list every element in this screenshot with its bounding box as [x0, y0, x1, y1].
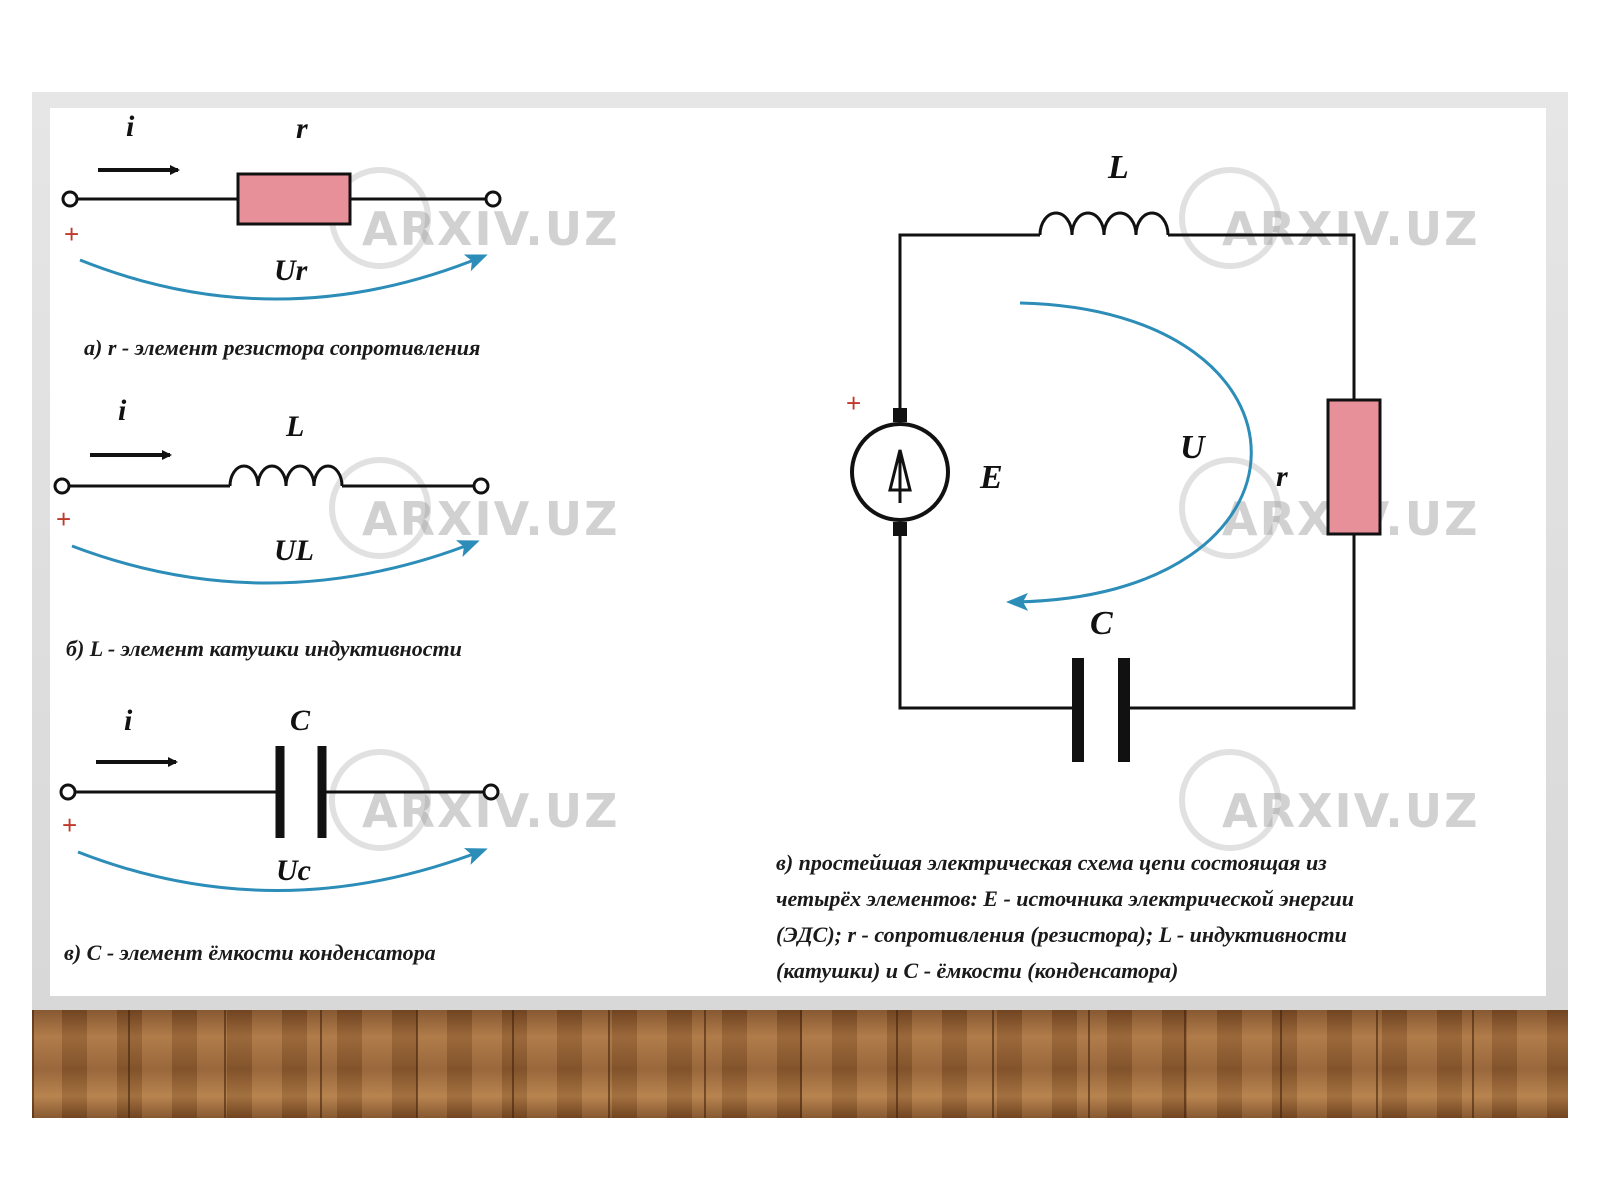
voltage-arc-arrow-icon	[77, 848, 488, 892]
caption-a: а) r - элемент резистора сопротивления	[84, 335, 480, 360]
watermark-magnifier-icon	[1179, 457, 1281, 559]
caption-c: в) C - элемент ёмкости конденсатора	[64, 940, 436, 965]
watermark-text: ARXIV.UZ	[362, 492, 619, 546]
polarity-plus: +	[56, 504, 71, 534]
resistor-label: r	[1276, 460, 1288, 493]
source-arrow-icon	[888, 449, 912, 492]
inductor-label: L	[1107, 149, 1129, 186]
caption-b: б) L - элемент катушки индуктивности	[66, 636, 462, 661]
caption-line: в) простейшая электрическая схема цепи с…	[776, 850, 1327, 875]
terminal-right	[482, 783, 500, 801]
polarity-plus: +	[846, 388, 861, 418]
watermark-text: ARXIV.UZ	[1222, 784, 1479, 838]
terminal-left	[61, 190, 79, 208]
terminal-left	[59, 783, 77, 801]
watermark-3: ARXIV.UZ	[329, 749, 617, 851]
watermark-1: ARXIV.UZ	[329, 167, 619, 269]
polarity-plus: +	[62, 810, 77, 840]
capacitor-label: C	[290, 704, 311, 737]
watermark-6: ARXIV.UZ	[1179, 749, 1479, 851]
capacitor-label: C	[1090, 605, 1113, 642]
watermark-magnifier-icon	[1179, 749, 1281, 851]
voltage-arc-arrow-icon	[79, 254, 488, 301]
voltage-label: Ur	[274, 254, 308, 287]
resistor-label: r	[296, 112, 308, 145]
inductor-label: L	[285, 410, 304, 443]
wire-top-left	[898, 233, 1040, 412]
circuit-resistor: i r + Ur а) r - элемент резистора сопрот…	[61, 110, 502, 360]
wire-bottom-right	[1124, 534, 1356, 710]
source-terminal-top	[893, 408, 907, 422]
terminal-right	[484, 190, 502, 208]
watermark-text: ARXIV.UZ	[1222, 202, 1479, 256]
watermark-magnifier-icon	[1179, 167, 1281, 269]
slide-canvas	[50, 108, 1546, 996]
caption-line: четырёх элементов: E - источника электри…	[776, 886, 1354, 911]
terminal-left	[53, 477, 71, 495]
wire-top-right	[1168, 233, 1356, 400]
wire-bottom-left	[898, 536, 1078, 710]
inductor-coil-symbol	[1038, 211, 1170, 236]
terminal-right	[472, 477, 490, 495]
voltage-label: Uc	[276, 854, 311, 887]
watermark-4: ARXIV.UZ	[1179, 167, 1479, 269]
source-label: E	[979, 459, 1003, 496]
voltage-arc-arrow-icon	[1006, 301, 1253, 611]
watermark-magnifier-icon	[329, 749, 431, 851]
voltage-label: U	[1180, 429, 1207, 466]
voltage-arc-arrow-icon	[71, 540, 480, 585]
circuit-inductor: i L + UL б) L - элемент катушки индуктив…	[53, 394, 490, 661]
polarity-plus: +	[64, 219, 79, 249]
circuit-capacitor: i C + Uc в) C - элемент ёмкости конденса…	[59, 704, 500, 965]
wooden-floor	[32, 1010, 1568, 1118]
resistor-symbol	[236, 172, 352, 226]
current-label: i	[118, 394, 127, 427]
caption-line: (ЭДС); r - сопротивления (резистора); L …	[776, 922, 1347, 947]
circuit-main: L + E r C U в) простейшая электрическая …	[776, 149, 1382, 983]
current-label: i	[124, 704, 133, 737]
source-terminal-bottom	[893, 522, 907, 536]
inductor-coil-symbol	[228, 464, 344, 487]
voltage-label: UL	[274, 534, 314, 567]
current-label: i	[126, 110, 135, 143]
watermark-text: ARXIV.UZ	[362, 202, 619, 256]
caption-main: в) простейшая электрическая схема цепи с…	[776, 850, 1354, 983]
resistor-symbol	[1326, 398, 1382, 536]
watermark-magnifier-icon	[329, 457, 431, 559]
caption-line: (катушки) и C - ёмкости (конденсатора)	[776, 958, 1178, 983]
watermark-2: ARXIV.UZ	[329, 457, 619, 559]
